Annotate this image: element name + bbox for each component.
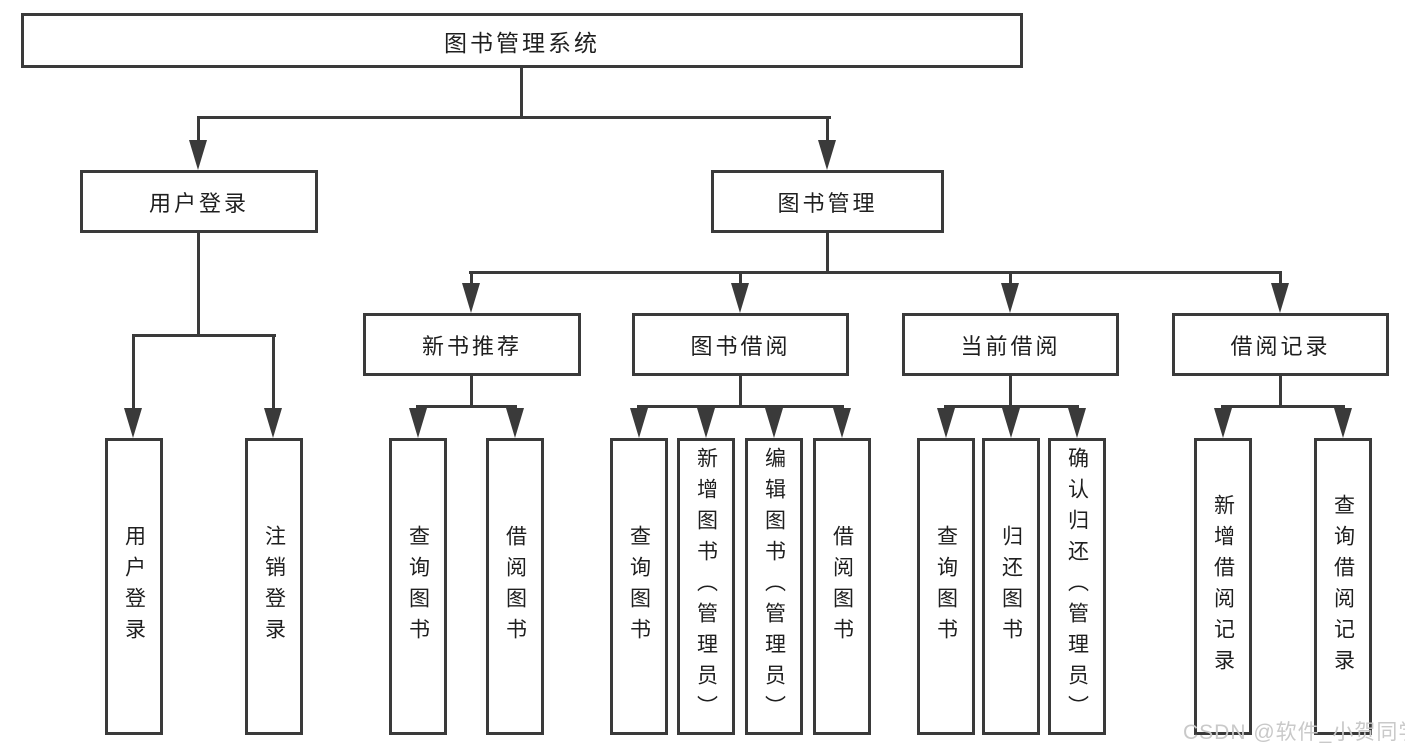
leaf-borrow-books-borrowing: 借阅图书	[813, 438, 871, 735]
node-root-library-system: 图书管理系统	[21, 13, 1023, 68]
node-root-label: 图书管理系统	[444, 29, 600, 56]
connector-root-to-book-management-stem	[826, 119, 829, 142]
arrow-down-icon	[818, 140, 836, 170]
node-current-borrowing: 当前借阅	[902, 313, 1119, 376]
arrow-down-icon	[1214, 408, 1232, 438]
arrow-down-icon	[264, 408, 282, 438]
leaf-edit-books-admin: 编辑图书（管理员）	[745, 438, 803, 735]
node-book-borrowing-label: 图书借阅	[690, 333, 791, 359]
arrow-down-icon	[833, 408, 851, 438]
connector-new-book-horizontal	[416, 405, 517, 408]
leaf-query-books-current-label: 查询图书	[934, 524, 958, 649]
leaf-query-books-current: 查询图书	[917, 438, 975, 735]
leaf-query-books-recommend: 查询图书	[389, 438, 447, 735]
node-borrowing-records: 借阅记录	[1172, 313, 1389, 376]
leaf-user-login: 用户登录	[105, 438, 163, 735]
node-user-login: 用户登录	[80, 170, 318, 233]
leaf-edit-books-admin-label: 编辑图书（管理员）	[762, 447, 786, 726]
arrow-down-icon	[1068, 408, 1086, 438]
leaf-borrow-books-recommend-label: 借阅图书	[503, 524, 527, 649]
leaf-return-books-label: 归还图书	[999, 524, 1023, 649]
node-user-login-label: 用户登录	[148, 190, 249, 216]
connector-to-leaf-login-stem	[132, 337, 135, 408]
node-new-book-recommendation-label: 新书推荐	[421, 333, 522, 359]
arrow-down-icon	[630, 408, 648, 438]
arrow-down-icon	[124, 408, 142, 438]
leaf-borrow-books-borrowing-label: 借阅图书	[830, 524, 854, 649]
arrow-down-icon	[937, 408, 955, 438]
connector-borrow-records-vertical	[1279, 376, 1282, 407]
arrow-down-icon	[506, 408, 524, 438]
leaf-add-borrow-record: 新增借阅记录	[1194, 438, 1252, 735]
leaf-query-books-borrowing: 查询图书	[610, 438, 668, 735]
leaf-confirm-return-admin: 确认归还（管理员）	[1048, 438, 1106, 735]
node-book-management: 图书管理	[711, 170, 944, 233]
arrow-down-icon	[462, 283, 480, 313]
leaf-add-borrow-record-label: 新增借阅记录	[1211, 493, 1235, 680]
connector-to-current-borrow-stem	[1009, 274, 1012, 284]
leaf-query-borrow-record: 查询借阅记录	[1314, 438, 1372, 735]
leaf-add-books-admin: 新增图书（管理员）	[677, 438, 735, 735]
connector-root-vertical	[520, 67, 523, 119]
arrow-down-icon	[409, 408, 427, 438]
arrow-down-icon	[1001, 283, 1019, 313]
connector-root-horizontal	[197, 116, 831, 119]
connector-book-management-horizontal	[469, 271, 1282, 274]
connector-to-borrow-records-stem	[1279, 274, 1282, 284]
connector-user-login-horizontal	[132, 334, 276, 337]
leaf-borrow-books-recommend: 借阅图书	[486, 438, 544, 735]
connector-current-borrow-horizontal	[944, 405, 1079, 408]
connector-to-leaf-logout-stem	[272, 337, 275, 408]
node-book-borrowing: 图书借阅	[632, 313, 849, 376]
arrow-down-icon	[189, 140, 207, 170]
node-current-borrowing-label: 当前借阅	[960, 333, 1061, 359]
arrow-down-icon	[1271, 283, 1289, 313]
leaf-query-books-borrowing-label: 查询图书	[627, 524, 651, 649]
arrow-down-icon	[697, 408, 715, 438]
connector-user-login-vertical	[197, 233, 200, 336]
connector-root-to-user-login-stem	[197, 119, 200, 142]
connector-book-management-vertical	[826, 233, 829, 273]
connector-new-book-vertical	[470, 376, 473, 407]
leaf-query-borrow-record-label: 查询借阅记录	[1331, 493, 1355, 680]
leaf-query-books-recommend-label: 查询图书	[406, 524, 430, 649]
arrow-down-icon	[731, 283, 749, 313]
leaf-add-books-admin-label: 新增图书（管理员）	[694, 447, 718, 726]
connector-to-book-borrow-stem	[739, 274, 742, 284]
arrow-down-icon	[765, 408, 783, 438]
leaf-return-books: 归还图书	[982, 438, 1040, 735]
node-new-book-recommendation: 新书推荐	[363, 313, 581, 376]
leaf-logout: 注销登录	[245, 438, 303, 735]
connector-to-new-book-stem	[470, 274, 473, 284]
node-book-management-label: 图书管理	[777, 190, 878, 216]
node-borrowing-records-label: 借阅记录	[1230, 333, 1331, 359]
leaf-user-login-label: 用户登录	[122, 524, 146, 649]
arrow-down-icon	[1334, 408, 1352, 438]
connector-current-borrow-vertical	[1009, 376, 1012, 407]
connector-book-borrow-vertical	[739, 376, 742, 407]
connector-book-borrow-horizontal	[637, 405, 844, 408]
leaf-confirm-return-admin-label: 确认归还（管理员）	[1065, 447, 1089, 726]
arrow-down-icon	[1002, 408, 1020, 438]
csdn-watermark: CSDN @软件_小贺同学	[1183, 721, 1405, 744]
connector-borrow-records-horizontal	[1221, 405, 1345, 408]
leaf-logout-label: 注销登录	[262, 524, 286, 649]
